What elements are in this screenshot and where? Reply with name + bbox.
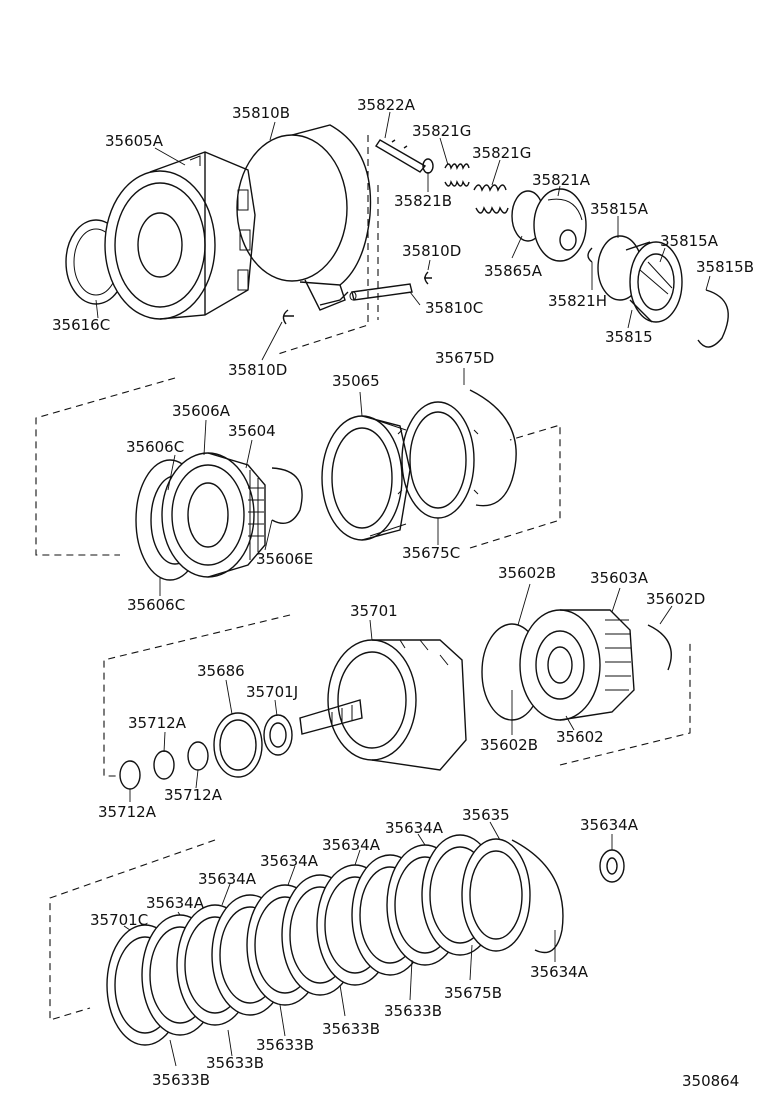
part-label: 35616C <box>52 316 110 334</box>
clutch-pack-35634A-35633B <box>106 834 531 1046</box>
part-label: 35604 <box>228 422 276 440</box>
part-label: 35686 <box>197 662 245 680</box>
part-label: 35821G <box>472 144 531 162</box>
part-label: 35603A <box>590 569 649 587</box>
part-label: 35701C <box>90 911 148 929</box>
shaft-drum-35701 <box>299 639 467 771</box>
plate-35675C <box>397 401 479 519</box>
part-label: 35634A <box>260 852 319 870</box>
part-label: 35821H <box>548 292 607 310</box>
springs-35821G <box>444 163 509 214</box>
part-labels: 35605A 35810B 35822A 35821G 35821G 35821… <box>52 96 754 1090</box>
part-label: 35606C <box>127 596 185 614</box>
part-label: 35815B <box>696 258 754 276</box>
part-label: 35815 <box>605 328 653 346</box>
part-label: 35810C <box>425 299 483 317</box>
part-label: 35602 <box>556 728 604 746</box>
part-label: 35634A <box>198 870 257 888</box>
race-35686 <box>213 712 263 778</box>
part-label: 35635 <box>462 806 510 824</box>
part-label: 35810D <box>228 361 287 379</box>
part-label: 35865A <box>484 262 543 280</box>
clutch-hub-35606A <box>135 452 266 581</box>
part-label: 35634A <box>322 836 381 854</box>
part-label: 35821B <box>394 192 452 210</box>
piston-rod-35822A <box>375 139 427 173</box>
part-label: 35633B <box>152 1071 210 1089</box>
part-label: 35602D <box>646 590 705 608</box>
diagram-id: 350864 <box>682 1072 739 1090</box>
clutch-drum-35605A <box>65 151 256 320</box>
part-label: 35605A <box>105 132 164 150</box>
part-label: 35810D <box>402 242 461 260</box>
part-label: 35675D <box>435 349 494 367</box>
part-label: 35633B <box>322 1020 380 1038</box>
brake-band-35810B <box>236 124 372 311</box>
part-label: 35701 <box>350 602 398 620</box>
part-label: 35633B <box>384 1002 442 1020</box>
group-boundary-bottom <box>49 839 216 1021</box>
part-label: 35602B <box>480 736 538 754</box>
part-label: 35712A <box>164 786 223 804</box>
group-boundary-top <box>274 135 379 356</box>
band-pin-35810C <box>349 283 413 301</box>
part-label: 35065 <box>332 372 380 390</box>
part-label: 35634A <box>146 894 205 912</box>
part-label: 35821G <box>412 122 471 140</box>
part-label: 35633B <box>206 1054 264 1072</box>
snap-ring-35675D <box>469 389 517 507</box>
part-label: 35606A <box>172 402 231 420</box>
snap-ring-35821H <box>587 247 593 263</box>
hub-35602 <box>481 609 635 721</box>
part-label: 35675B <box>444 984 502 1002</box>
piston-35821A <box>533 188 587 262</box>
snap-ring-35815B <box>697 289 729 348</box>
servo-cover-35815 <box>597 235 683 323</box>
part-label: 35634A <box>580 816 639 834</box>
part-label: 35810B <box>232 104 290 122</box>
part-label: 35815A <box>660 232 719 250</box>
snap-ring-35675B <box>511 839 564 954</box>
leader-lines <box>95 111 711 1067</box>
part-label: 35701J <box>246 683 298 701</box>
e-ring-35810D-lower <box>282 309 294 325</box>
part-label: 35822A <box>357 96 416 114</box>
part-label: 35606C <box>126 438 184 456</box>
part-label: 35602B <box>498 564 556 582</box>
e-ring-35810D-upper <box>424 271 432 285</box>
washer-35701C <box>599 849 625 883</box>
ring-35065 <box>321 415 411 541</box>
part-label: 35712A <box>128 714 187 732</box>
group-boundary-third <box>103 614 691 777</box>
snap-ring-35602D <box>647 624 672 671</box>
part-label: 35712A <box>98 803 157 821</box>
part-label: 35821A <box>532 171 591 189</box>
part-label: 35606E <box>256 550 313 568</box>
group-boundary-second <box>35 377 561 556</box>
part-label: 35815A <box>590 200 649 218</box>
part-label: 35675C <box>402 544 460 562</box>
part-label: 35634A <box>385 819 444 837</box>
bearing-35701J <box>263 714 293 756</box>
part-label: 35633B <box>256 1036 314 1054</box>
snap-ring-35606E <box>271 467 303 524</box>
part-label: 35634A <box>530 963 589 981</box>
